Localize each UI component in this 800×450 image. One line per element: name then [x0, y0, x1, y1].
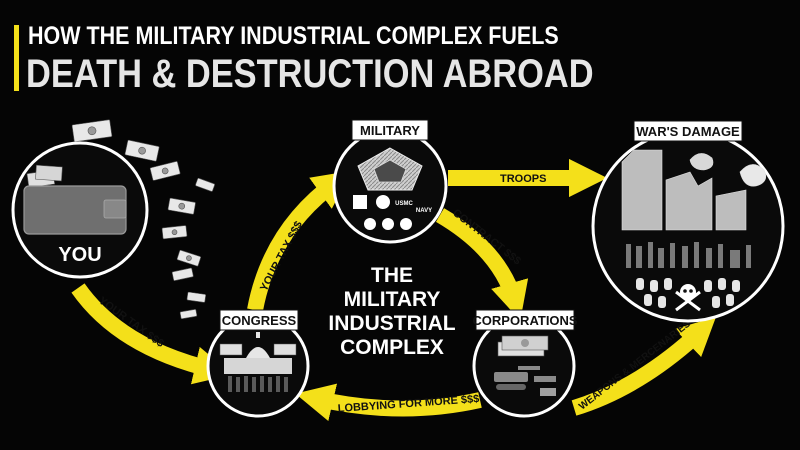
weapons-icon — [494, 366, 556, 396]
wallet-icon — [23, 164, 127, 235]
capitol-icon — [219, 332, 297, 392]
node-congress: CONGRESS — [206, 309, 310, 418]
refugees-icon — [626, 242, 751, 268]
title-line-2: DEATH & DESTRUCTION ABROAD — [26, 52, 594, 96]
label-weapons: WEAPONS & MERCENARIES — [577, 318, 693, 412]
military-emblems: USMC NAVY — [353, 195, 432, 230]
label-troops: TROOPS — [500, 173, 546, 185]
center-title: THE MILITARY INDUSTRIAL COMPLEX — [328, 264, 455, 359]
arrow-corps-to-damage — [571, 316, 717, 416]
you-label: YOU — [58, 244, 101, 266]
node-you: YOU — [11, 141, 149, 279]
center-line-3: INDUSTRIAL — [328, 312, 455, 335]
node-wars-damage: WAR'S DAMAGE — [591, 120, 785, 323]
navy-emblem-label: NAVY — [416, 208, 432, 214]
arrow-corps-to-congress — [295, 383, 482, 422]
money-stack-icon — [497, 335, 549, 357]
node-corporations: CORPORATIONS — [472, 309, 578, 418]
ruined-buildings-icon — [621, 149, 767, 231]
graves-icon — [636, 278, 740, 308]
wars-damage-label: WAR'S DAMAGE — [636, 124, 740, 139]
military-label: MILITARY — [360, 123, 420, 138]
usmc-emblem-label: USMC — [395, 201, 413, 207]
congress-label: CONGRESS — [222, 313, 297, 328]
corporations-label: CORPORATIONS — [472, 313, 578, 328]
skull-crossbones-icon — [675, 284, 701, 312]
pentagon-icon — [357, 147, 423, 191]
flying-bills — [71, 119, 215, 320]
arrow-congress-to-military — [247, 170, 352, 312]
arrow-military-to-corps — [435, 208, 529, 321]
node-military: USMC NAVY MILITARY — [332, 119, 448, 244]
center-line-4: COMPLEX — [340, 336, 444, 359]
title-line-1: HOW THE MILITARY INDUSTRIAL COMPLEX FUEL… — [28, 22, 559, 50]
arrow-you-to-congress — [71, 283, 233, 385]
center-line-1: THE — [371, 264, 413, 287]
title-accent-bar — [14, 25, 19, 91]
center-line-2: MILITARY — [344, 288, 441, 311]
